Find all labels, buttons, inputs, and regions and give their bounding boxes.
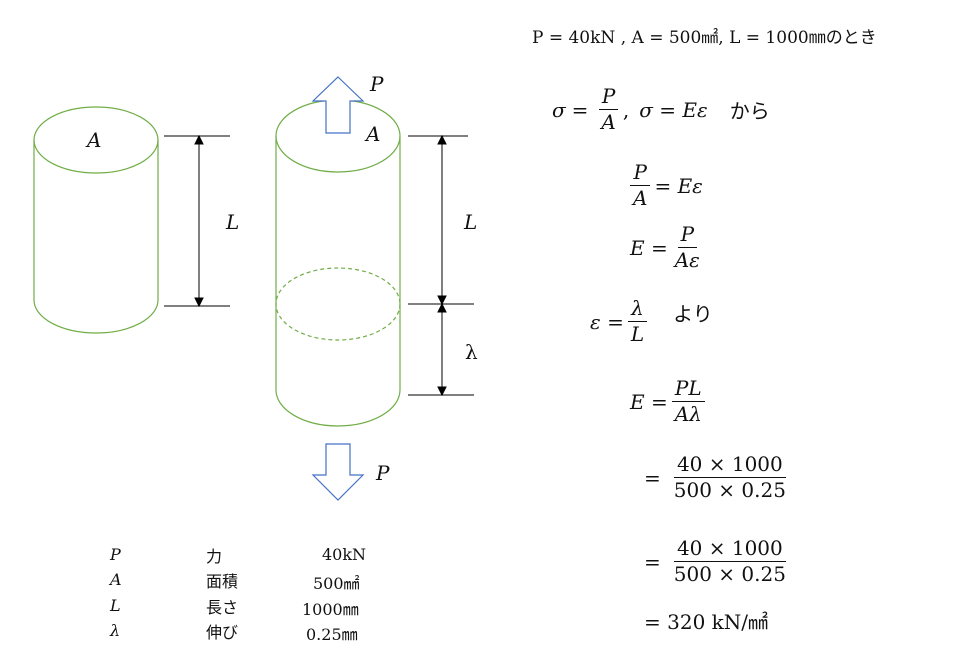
equation-step6: = 40 × 1000 500 × 0.25 — [644, 452, 793, 503]
table-name-p: 力 — [206, 547, 223, 566]
right-dimension — [408, 134, 474, 397]
table-name-a: 面積 — [206, 572, 239, 591]
left-length-label: L — [226, 210, 240, 234]
separator: , — [622, 97, 630, 122]
numerator: 40 × 1000 — [673, 536, 786, 562]
result: = 320 kN/㎟ — [644, 610, 769, 634]
numerator: 40 × 1000 — [673, 452, 786, 478]
fraction-lambda-over-l: λ L — [628, 296, 647, 347]
table-value-a: 500㎟ — [313, 574, 360, 593]
force-top-label: P — [370, 72, 384, 96]
fraction-pl-over-a-lambda: PL Aλ — [671, 376, 705, 427]
table-name-l: 長さ — [206, 598, 239, 617]
fraction-p-over-a: P A — [598, 84, 619, 135]
lhs: E = — [630, 235, 668, 260]
denominator: A — [601, 110, 616, 134]
force-bottom-label: P — [376, 461, 390, 485]
equals-sign: = — [644, 465, 661, 490]
numerator: λ — [628, 296, 647, 322]
right-area-label: A — [366, 122, 381, 146]
original-length-section — [275, 267, 401, 341]
equation-step3: E = P Aε — [630, 222, 707, 273]
denominator: Aλ — [674, 402, 702, 426]
fraction-p-over-a: P A — [630, 160, 650, 211]
numerator: P — [630, 160, 650, 186]
sigma-symbol: σ — [552, 97, 566, 122]
left-cylinder — [33, 106, 159, 334]
hooke-law: σ = Eε — [639, 97, 708, 122]
table-symbol-p: P — [110, 545, 121, 564]
rhs: = Eε — [654, 173, 703, 198]
table-name-lambda: 伸び — [206, 623, 239, 642]
lhs: E = — [630, 389, 668, 414]
equation-step7: = 40 × 1000 500 × 0.25 — [644, 536, 793, 587]
denominator: 500 × 0.25 — [673, 562, 786, 586]
equation-step5: E = PL Aλ — [630, 376, 709, 427]
left-cylinder-bottom — [33, 299, 159, 334]
table-value-p: 40kN — [322, 545, 367, 564]
suffix-yori: より — [673, 302, 713, 326]
denominator: A — [633, 186, 648, 210]
left-area-label: A — [87, 128, 102, 152]
elongation-label: λ — [465, 340, 478, 364]
equals-sign: = — [571, 97, 589, 122]
right-length-label: L — [464, 210, 478, 234]
numerator: PL — [671, 376, 705, 402]
right-cylinder-bottom — [275, 389, 401, 427]
equals-sign: = — [644, 549, 661, 574]
fraction-substituted: 40 × 1000 500 × 0.25 — [671, 452, 789, 503]
lhs: ε = — [590, 309, 624, 334]
denominator: 500 × 0.25 — [673, 478, 786, 502]
denominator: Aε — [674, 248, 700, 272]
table-symbol-lambda: λ — [110, 621, 121, 640]
table-value-l: 1000㎜ — [302, 600, 359, 619]
equation-step1: σ = P A , σ = Eε から — [552, 84, 770, 135]
suffix-kara: から — [729, 99, 770, 123]
force-arrow-up — [311, 76, 365, 134]
given-conditions: P = 40kN , A = 500㎟, L = 1000㎜のとき — [532, 28, 877, 48]
force-arrow-down — [311, 443, 365, 501]
numerator: P — [598, 84, 619, 110]
numerator: P — [677, 222, 698, 248]
table-symbol-a: A — [110, 570, 122, 589]
fraction-p-over-a-epsilon: P Aε — [672, 222, 703, 273]
denominator: L — [630, 322, 645, 346]
table-symbol-l: L — [110, 596, 121, 615]
equation-step2: P A = Eε — [626, 160, 703, 211]
right-cylinder — [275, 99, 401, 427]
fraction-substituted: 40 × 1000 500 × 0.25 — [671, 536, 789, 587]
table-value-lambda: 0.25㎜ — [306, 625, 358, 644]
left-dimension — [164, 134, 230, 308]
equation-step4: ε = λ L より — [590, 296, 713, 347]
